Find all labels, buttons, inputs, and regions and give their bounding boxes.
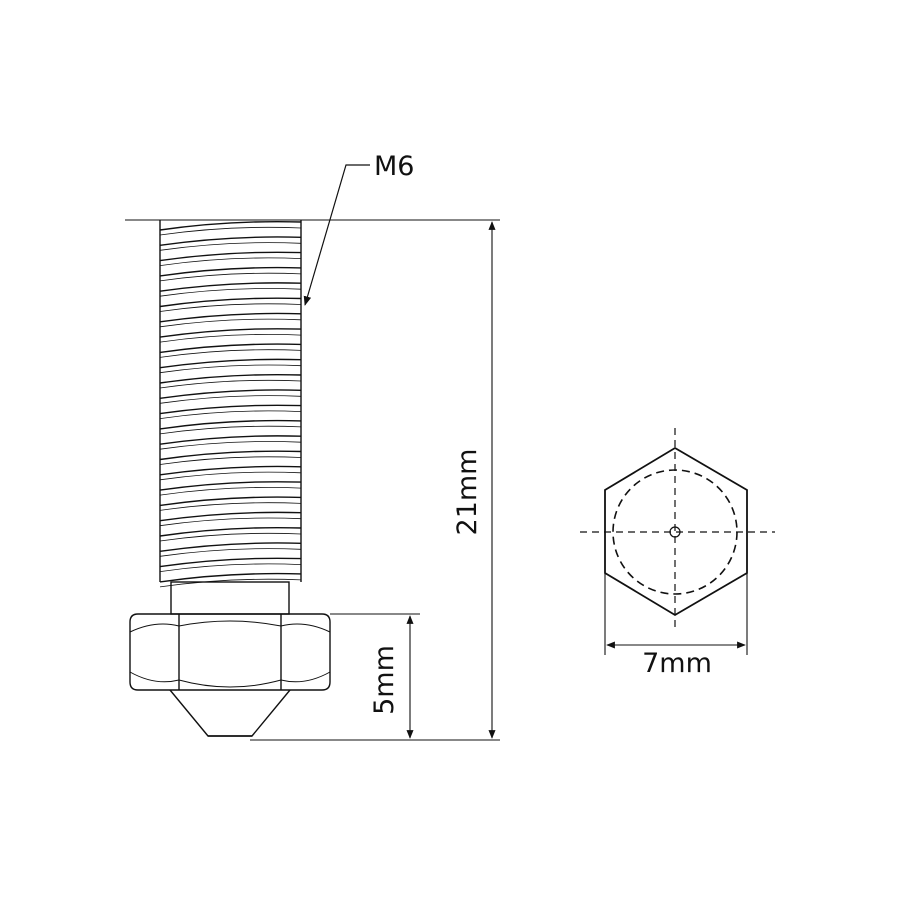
thread-crest [159,251,302,262]
thread-root [159,226,302,236]
thread-root [159,471,302,481]
thread-crest [159,389,302,399]
thread-crest [159,312,302,323]
thread-callout: M6 [303,151,414,306]
nozzle-side-view [129,220,331,737]
thread-root [159,272,302,282]
nozzle-neck [170,581,290,615]
thread-crest [159,511,302,522]
thread-crest [159,328,302,338]
thread-root [159,563,302,572]
thread-crest [159,266,302,277]
thread-root [159,242,302,251]
thread-root [159,349,302,358]
thread-crest [159,297,302,308]
thread-crest [159,542,302,552]
thread-root [159,303,302,312]
hex-height-label: 5mm [369,645,400,715]
threaded-shaft [159,220,302,588]
hex-width-label: 7mm [642,648,712,679]
hex-width-dimension [604,573,748,655]
thread-crest [159,419,302,430]
thread-root [159,487,302,496]
thread-crest [159,481,302,491]
thread-crest [159,236,302,246]
hex-head [129,613,331,691]
thread-root [159,395,302,404]
thread-root [159,364,302,374]
thread-crest [159,435,302,445]
thread-root [159,425,302,435]
nozzle-top-view [580,428,775,632]
nozzle-tip [169,689,291,737]
thread-crest [159,465,302,476]
thread-crest [159,343,302,354]
thread-crest [159,282,302,292]
thread-crest [159,220,302,231]
hex-height-dimension [330,613,420,739]
total-length-dimension [125,219,500,741]
thread-crest [159,526,302,537]
thread-crest [159,450,302,461]
thread-crest [159,404,302,415]
thread-crest [159,557,302,568]
thread-root [159,334,302,343]
thread-lines [159,220,302,588]
thread-root [159,318,302,328]
thread-root [159,517,302,527]
thread-root [159,532,302,542]
thread-root [159,456,302,465]
thread-root [159,578,302,588]
thread-crest [159,373,302,384]
thread-label: M6 [374,151,414,182]
thread-root [159,257,302,266]
thread-crest [159,496,302,507]
thread-root [159,288,302,297]
thread-root [159,548,302,557]
total-length-label: 21mm [452,449,483,536]
bore-hole [669,526,681,538]
thread-root [159,410,302,419]
thread-root [159,441,302,450]
thread-crest [159,572,302,583]
thread-root [159,379,302,389]
thread-root [159,502,302,511]
thread-crest [159,358,302,369]
